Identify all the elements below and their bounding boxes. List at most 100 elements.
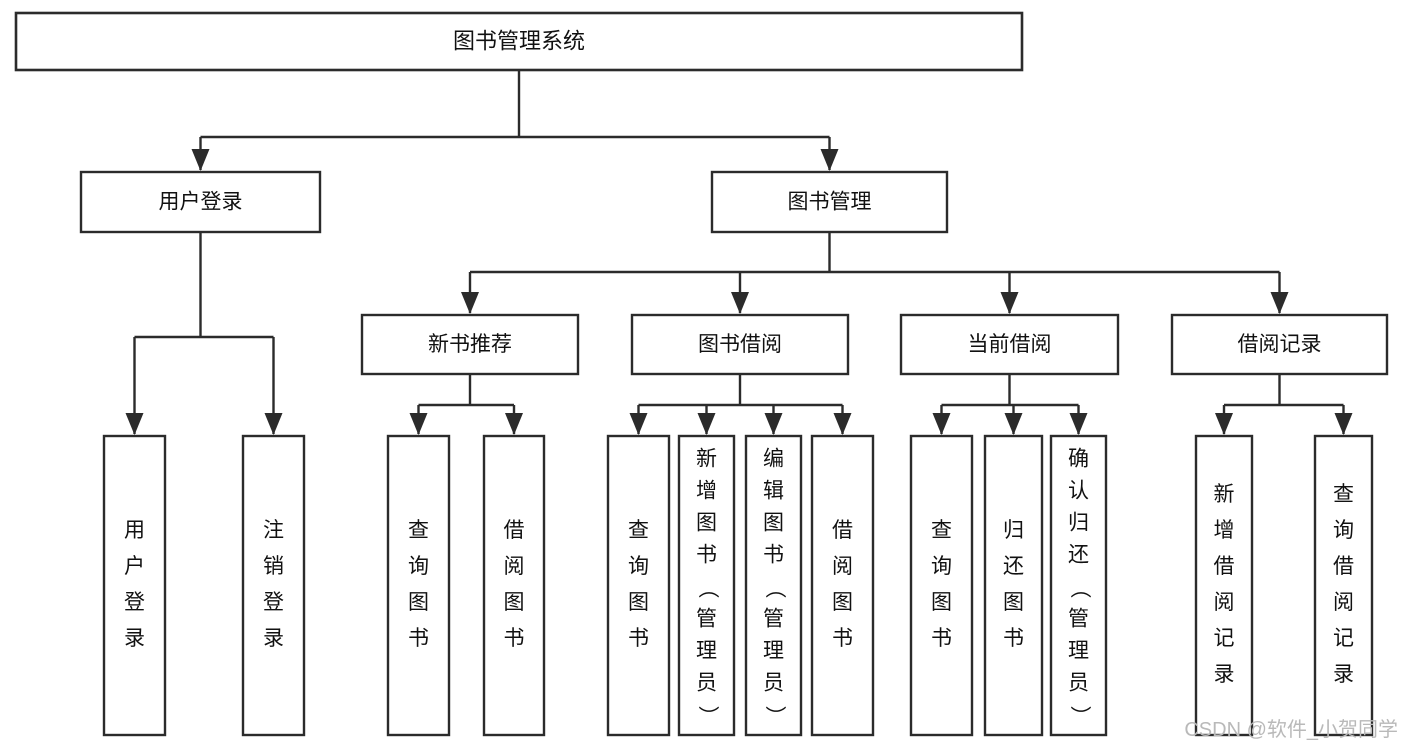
leaf-node-11-char-2: 借	[1214, 555, 1235, 578]
root-node-book-management-system-box[interactable]	[14, 11, 1024, 72]
leaf-node-1-box[interactable]	[241, 434, 306, 737]
leaf-node-11-box[interactable]	[1194, 434, 1254, 737]
leaf-node-6-char-4: （	[763, 578, 786, 599]
leaf-node-10-char-6: 理	[1068, 640, 1089, 663]
leaf-node-3-box[interactable]	[482, 434, 546, 737]
node-layer: 图书管理系统用户登录图书管理新书推荐图书借阅当前借阅借阅记录用户登录注销登录查询…	[14, 11, 1389, 737]
arrow-head-icon-l2-1	[820, 149, 839, 171]
leaf-node-4-box[interactable]	[606, 434, 671, 737]
leaf-node-5-char-3: 书	[696, 544, 717, 567]
level3-node-3-box[interactable]	[1170, 313, 1389, 376]
level2-node-0-label: 用户登录	[159, 191, 243, 214]
leaf-node-0-label: 用户登录	[124, 519, 145, 650]
arrow-head-icon-leaf-10	[1069, 413, 1088, 435]
leaf-node-8-box[interactable]	[909, 434, 974, 737]
leaf-node-4-char-1: 询	[628, 555, 649, 578]
leaf-node-1-char-2: 登	[263, 591, 284, 614]
arrow-head-icon-leaf-8	[932, 413, 951, 435]
leaf-node-0-char-1: 户	[124, 555, 145, 578]
leaf-node-12-box[interactable]	[1313, 434, 1374, 737]
arrow-head-icon-leaf-12	[1334, 413, 1353, 435]
leaf-node-12-char-2: 借	[1333, 555, 1354, 578]
level3-node-0-box[interactable]	[360, 313, 580, 376]
leaf-node-0[interactable]: 用户登录	[102, 434, 167, 737]
leaf-node-2-box[interactable]	[386, 434, 451, 737]
level3-node-1-box[interactable]	[630, 313, 850, 376]
leaf-node-12-char-4: 记	[1333, 627, 1354, 650]
root-node-book-management-system[interactable]: 图书管理系统	[14, 11, 1024, 72]
leaf-node-11-char-1: 增	[1214, 519, 1235, 542]
leaf-node-9-box[interactable]	[983, 434, 1044, 737]
level2-node-1[interactable]: 图书管理	[710, 170, 949, 234]
leaf-node-0-char-2: 登	[124, 591, 145, 614]
arrow-head-icon-leaf-9	[1004, 413, 1023, 435]
level3-node-1[interactable]: 图书借阅	[630, 313, 850, 376]
level3-node-1-label: 图书借阅	[698, 333, 782, 356]
leaf-node-0-box[interactable]	[102, 434, 167, 737]
leaf-node-6-char-3: 书	[763, 544, 784, 567]
leaf-node-3-char-2: 图	[504, 591, 525, 614]
leaf-node-4-char-2: 图	[628, 591, 649, 614]
leaf-node-6-char-5: 管	[763, 608, 784, 631]
leaf-node-9-char-1: 还	[1003, 555, 1024, 578]
leaf-node-8-char-2: 图	[931, 591, 952, 614]
csdn-watermark: CSDN @软件_小贺同学	[1184, 718, 1398, 741]
leaf-node-1-char-1: 销	[263, 555, 284, 578]
arrow-head-icon-leaf-4	[629, 413, 648, 435]
level2-node-1-box[interactable]	[710, 170, 949, 234]
leaf-node-5-box[interactable]	[677, 434, 736, 737]
leaf-node-5-char-6: 理	[696, 640, 717, 663]
leaf-node-6-char-2: 图	[763, 512, 784, 535]
leaf-node-9-char-0: 归	[1003, 519, 1024, 542]
leaf-node-9-char-3: 书	[1003, 627, 1024, 650]
leaf-node-9-char-2: 图	[1003, 591, 1024, 614]
arrow-head-icon-leaf-5	[697, 413, 716, 435]
leaf-node-3-char-1: 阅	[504, 555, 525, 578]
leaf-node-8-char-0: 查	[931, 519, 952, 542]
leaf-node-7-char-3: 书	[832, 627, 853, 650]
leaf-node-6-box[interactable]	[744, 434, 803, 737]
leaf-node-8-char-1: 询	[931, 555, 952, 578]
level3-node-2-box[interactable]	[899, 313, 1120, 376]
leaf-node-3-char-3: 书	[504, 627, 525, 650]
level3-node-0[interactable]: 新书推荐	[360, 313, 580, 376]
leaf-node-12-char-3: 阅	[1333, 591, 1354, 614]
leaf-node-6-char-0: 编	[763, 448, 784, 471]
leaf-node-11-char-0: 新	[1214, 483, 1235, 506]
arrow-head-icon-leaf-0	[125, 413, 144, 435]
level2-node-0-box[interactable]	[79, 170, 322, 234]
leaf-node-2-char-1: 询	[408, 555, 429, 578]
level3-node-2[interactable]: 当前借阅	[899, 313, 1120, 376]
leaf-node-11-char-4: 记	[1214, 627, 1235, 650]
leaf-node-10-char-7: 员	[1068, 672, 1089, 695]
leaf-node-2-char-3: 书	[408, 627, 429, 650]
leaf-node-10-box[interactable]	[1049, 434, 1108, 737]
leaf-node-5-char-1: 增	[696, 480, 717, 503]
leaf-node-10-char-2: 归	[1068, 512, 1089, 535]
leaf-node-7-box[interactable]	[810, 434, 875, 737]
level3-node-2-label: 当前借阅	[968, 333, 1052, 356]
arrow-head-icon-leaf-3	[505, 413, 523, 435]
level2-node-0[interactable]: 用户登录	[79, 170, 322, 234]
level3-node-3[interactable]: 借阅记录	[1170, 313, 1389, 376]
